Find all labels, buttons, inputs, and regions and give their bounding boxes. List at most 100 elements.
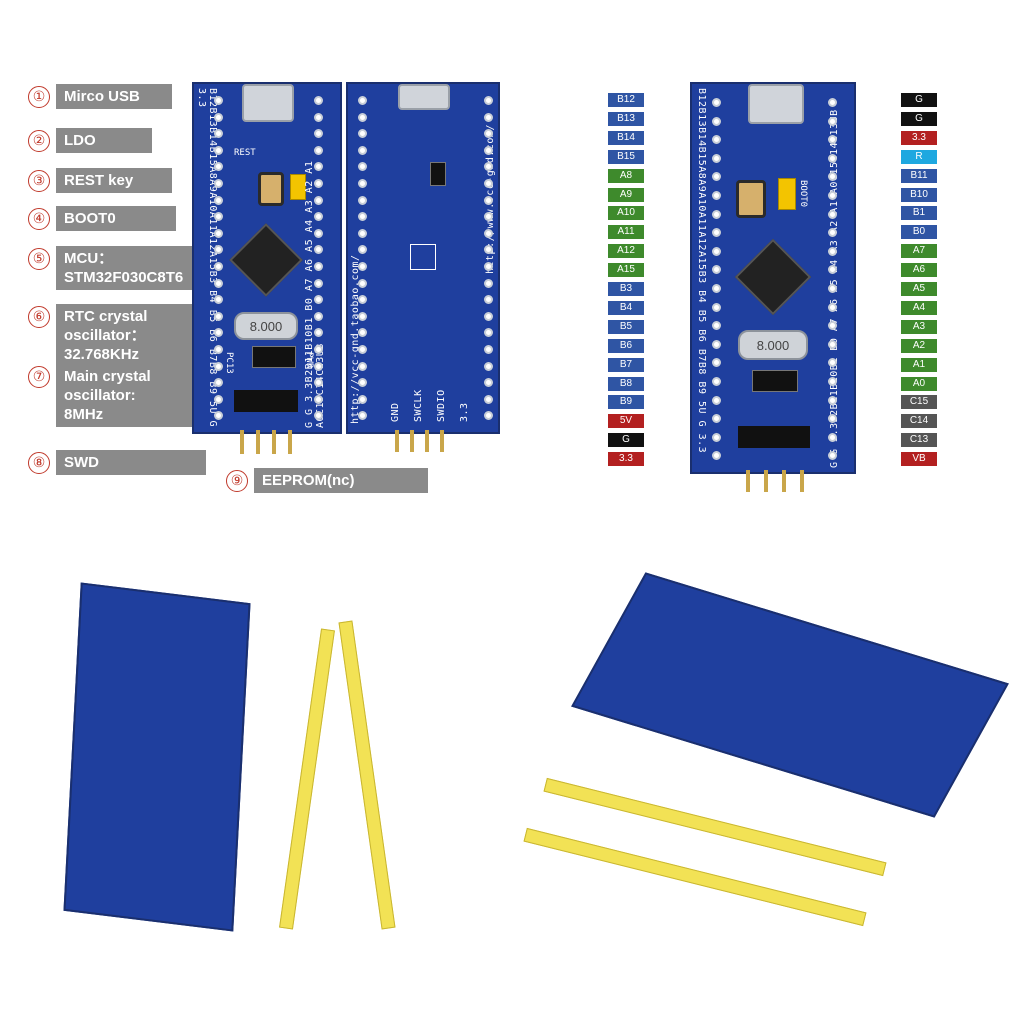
pin-tag-a4: A4 — [901, 300, 937, 315]
callout-2: ② LDO — [28, 128, 152, 153]
pin-hole — [314, 179, 323, 188]
callout-label: MCU： STM32F030C8T6 — [56, 246, 218, 290]
pin-hole — [358, 162, 367, 172]
pin-hole — [828, 358, 837, 368]
pin-tag-a12: A12 — [608, 244, 644, 259]
pin-hole — [828, 172, 837, 182]
pin-hole — [712, 265, 721, 275]
pin-hole — [314, 278, 323, 288]
pin-hole — [358, 394, 367, 404]
pin-hole — [214, 179, 223, 188]
pin-hole — [214, 278, 223, 288]
boot0-jumper-pinout — [778, 178, 796, 210]
pin-hole — [712, 246, 721, 256]
callout-label: Mirco USB — [56, 84, 172, 109]
pin-hole — [484, 262, 493, 271]
rtc-crystal — [252, 346, 296, 368]
pin-tag-b5: B5 — [608, 319, 644, 334]
pin-tag-a5: A5 — [901, 282, 937, 296]
pin-tag-g: G — [901, 111, 937, 126]
pin-hole — [828, 302, 837, 312]
board-back-tilted — [63, 582, 251, 932]
callout-number: ② — [28, 130, 50, 152]
pin-hole — [214, 328, 223, 338]
pin-tag-g: G — [901, 93, 937, 107]
callout-number: ⑦ — [28, 366, 50, 388]
pin-hole — [484, 411, 493, 421]
pin-hole — [712, 116, 721, 126]
pin-tag-c13: C13 — [901, 433, 937, 448]
pin-hole — [358, 112, 367, 122]
swd-labels-back: GND SWCLK SWDIO 3.3 — [390, 374, 470, 422]
callout-label: RTC crystal oscillator： 32.768KHz — [56, 304, 206, 367]
pin-hole — [358, 212, 367, 222]
pin-hole — [314, 162, 323, 172]
pin-hole — [828, 98, 837, 107]
pin-hole — [484, 145, 493, 155]
callout-number: ① — [28, 86, 50, 108]
swclk-silk: SWCLK — [413, 389, 424, 422]
pin-hole — [214, 112, 223, 122]
pin-tag-b0: B0 — [901, 225, 937, 240]
callout-9: ⑨ EEPROM(nc) — [226, 468, 428, 493]
swd-header — [234, 390, 298, 412]
pin-hole — [828, 284, 837, 293]
pin-hole — [484, 179, 493, 188]
pin-hole — [314, 311, 323, 321]
callout-number: ⑥ — [28, 306, 50, 328]
pin-hole — [828, 209, 837, 219]
pin-hole — [712, 98, 721, 107]
pin-hole — [712, 284, 721, 293]
pin-hole — [358, 262, 367, 271]
pin-hole — [484, 162, 493, 172]
board-back: http://www.vcc-gnd.com/ http://vcc-gnd.t… — [346, 82, 500, 434]
pin-hole — [358, 361, 367, 371]
callout-label: LDO — [56, 128, 152, 153]
callout-label: Main crystal oscillator: 8MHz — [56, 364, 208, 427]
pin-hole — [484, 295, 493, 305]
pin-hole — [214, 411, 223, 421]
pin-hole — [712, 395, 721, 405]
pin-hole — [712, 339, 721, 349]
pin-hole — [314, 295, 323, 305]
pin-tag-b14: B14 — [608, 130, 644, 145]
pin-hole — [214, 378, 223, 388]
pin-hole — [358, 278, 367, 288]
pin-hole — [712, 135, 721, 145]
callout-number: ⑧ — [28, 452, 50, 474]
callout-number: ⑨ — [226, 470, 248, 492]
pin-hole — [314, 345, 323, 354]
pin-tag-c14: C14 — [901, 414, 937, 429]
pin-hole — [828, 228, 837, 238]
board-front-tilted — [571, 572, 1009, 818]
pin-hole — [358, 378, 367, 388]
pin-tag-a8: A8 — [608, 168, 644, 183]
pin-hole — [828, 432, 837, 442]
pin-hole — [314, 96, 323, 105]
pin-hole — [484, 328, 493, 338]
reset-button — [258, 172, 284, 206]
pin-hole — [314, 394, 323, 404]
pin-hole — [828, 414, 837, 424]
pin-hole — [828, 321, 837, 331]
callout-7: ⑦ Main crystal oscillator: 8MHz — [28, 364, 208, 427]
crystal-label-pinout: 8.000 — [756, 337, 790, 353]
callout-label: REST key — [56, 168, 172, 193]
pin-hole — [358, 295, 367, 305]
pin-tag-a3: A3 — [901, 319, 937, 334]
pin-hole — [214, 361, 223, 371]
crystal-label: 8.000 — [249, 318, 283, 334]
pin-tag-a2: A2 — [901, 338, 937, 353]
pin-hole — [314, 228, 323, 238]
pin-hole — [484, 394, 493, 404]
pin-tag-a15: A15 — [608, 263, 644, 278]
pin-hole — [314, 262, 323, 271]
pin-tag-b13: B13 — [608, 111, 644, 126]
pin-hole — [828, 246, 837, 256]
pin-hole — [712, 358, 721, 368]
pin-hole — [828, 265, 837, 275]
pin-hole — [358, 179, 367, 188]
pin-tag-3.3: 3.3 — [608, 452, 644, 467]
callout-label: EEPROM(nc) — [254, 468, 428, 493]
